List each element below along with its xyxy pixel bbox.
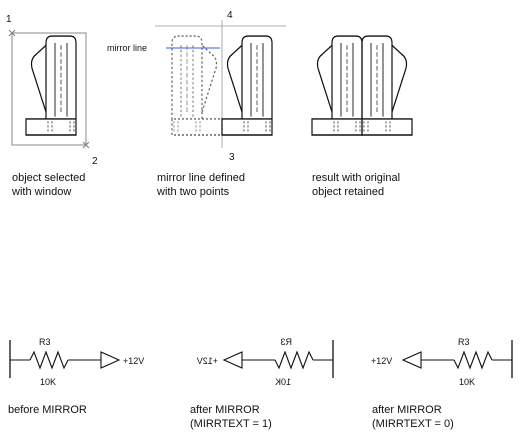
bracket-source bbox=[221, 35, 273, 136]
point-1-label: 1 bbox=[6, 14, 12, 25]
resistor-value-label: 10K bbox=[40, 377, 56, 387]
resistor-symbol bbox=[453, 350, 493, 370]
pick-point-1-marker bbox=[8, 29, 16, 37]
resistor-value-label: 10K bbox=[459, 377, 475, 387]
voltage-label: +12V bbox=[371, 356, 392, 366]
voltage-label: +12V bbox=[123, 356, 144, 366]
resistor-name-label: R3 bbox=[39, 337, 51, 347]
circuit-after-mirrtext-1: R3 10K +12V bbox=[197, 337, 334, 387]
resistor-name-label: R3 bbox=[458, 337, 470, 347]
caption-line: (MIRRTEXT = 0) bbox=[372, 418, 454, 430]
caption-before-mirror: before MIRROR bbox=[8, 403, 87, 417]
caption-line: mirror line defined bbox=[157, 172, 246, 184]
caption-after-mirrtext-0: after MIRROR (MIRRTEXT = 0) bbox=[372, 403, 454, 431]
caption-after-mirrtext-1: after MIRROR (MIRRTEXT = 1) bbox=[190, 403, 272, 431]
bracket-mirror-preview bbox=[171, 35, 223, 136]
caption-line: with window bbox=[12, 186, 72, 198]
bracket-original bbox=[25, 35, 77, 136]
selection-window bbox=[11, 32, 87, 146]
resistor-symbol bbox=[274, 350, 314, 370]
caption-line: after MIRROR bbox=[372, 404, 442, 416]
circuit-before-mirror: R3 10K +12V bbox=[9, 337, 144, 387]
voltage-source-arrow bbox=[100, 351, 121, 369]
caption-line: before MIRROR bbox=[8, 404, 87, 416]
point-4-label: 4 bbox=[227, 10, 233, 21]
pick-point-2-marker bbox=[82, 141, 90, 149]
resistor-symbol bbox=[29, 350, 69, 370]
point-2-label: 2 bbox=[92, 156, 98, 167]
caption-line: object selected bbox=[12, 172, 86, 184]
voltage-source-arrow bbox=[222, 351, 243, 369]
bracket-result-left bbox=[361, 35, 413, 136]
figure-1-result bbox=[311, 35, 413, 136]
circuit-after-mirrtext-0: R3 10K +12V bbox=[371, 337, 513, 387]
resistor-value-label-mirrored: 10K bbox=[275, 377, 291, 387]
bracket-result-right bbox=[311, 35, 363, 136]
resistor-name-label-mirrored: R3 bbox=[280, 337, 292, 347]
figure-1-mirror-line-defined: mirror line 4 3 bbox=[107, 10, 286, 163]
caption-result: result with original object retained bbox=[312, 171, 400, 199]
caption-line: with two points bbox=[157, 186, 230, 198]
voltage-label-mirrored: +12V bbox=[197, 356, 218, 366]
caption-line: result with original bbox=[312, 172, 401, 184]
caption-mirror-line-defined: mirror line defined with two points bbox=[157, 171, 245, 199]
caption-object-selected: object selected with window bbox=[12, 171, 85, 199]
point-3-label: 3 bbox=[229, 152, 235, 163]
voltage-source-arrow bbox=[401, 351, 422, 369]
figure-1-original-object: 1 2 bbox=[6, 14, 98, 167]
mirror-line-label: mirror line bbox=[107, 43, 147, 53]
caption-line: object retained bbox=[312, 186, 385, 198]
caption-line: (MIRRTEXT = 1) bbox=[190, 418, 272, 430]
caption-line: after MIRROR bbox=[190, 404, 260, 416]
